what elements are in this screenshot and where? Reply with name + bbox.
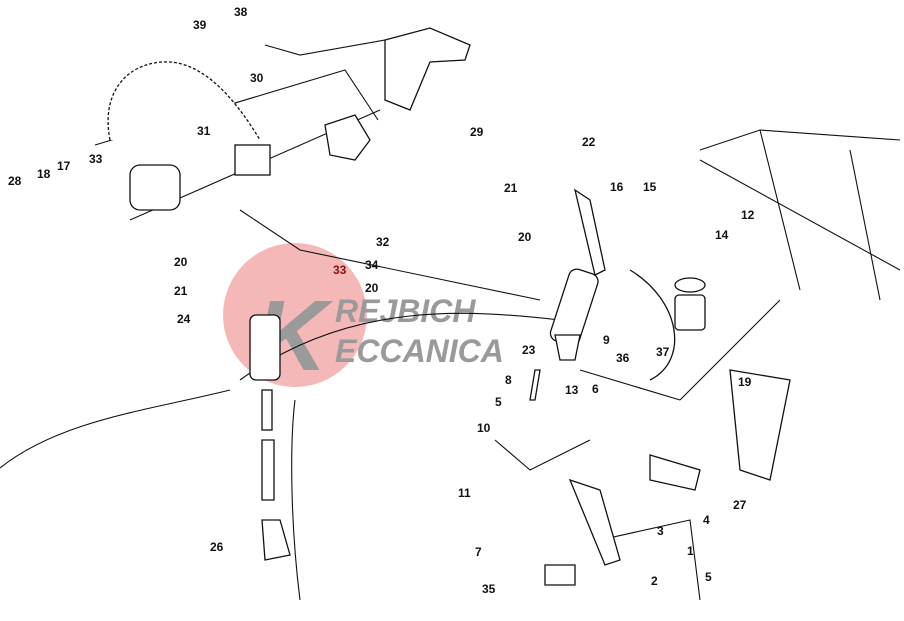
callout-label-21: 21 xyxy=(174,284,188,298)
dust-boot-26 xyxy=(261,519,291,561)
callout-label-31: 31 xyxy=(197,124,211,138)
callout-label-8: 8 xyxy=(505,373,512,387)
callout-label-4: 4 xyxy=(703,513,710,527)
caliper-housing xyxy=(324,114,371,161)
callout-label-33: 33 xyxy=(333,263,347,277)
callout-label-17: 17 xyxy=(57,159,71,173)
footpeg-bracket xyxy=(729,369,791,481)
callout-label-20: 20 xyxy=(174,255,188,269)
callout-label-18: 18 xyxy=(37,167,51,181)
callout-label-11: 11 xyxy=(458,486,471,500)
callout-label-33: 33 xyxy=(89,152,103,166)
brake-hose xyxy=(107,61,261,141)
hose-15 xyxy=(629,269,676,381)
callout-label-38: 38 xyxy=(234,5,248,19)
footpeg xyxy=(649,454,701,491)
brake-caliper xyxy=(129,164,181,211)
callout-label-26: 26 xyxy=(210,540,224,554)
callout-label-34: 34 xyxy=(365,258,379,272)
callout-label-10: 10 xyxy=(477,421,491,435)
callout-label-21: 21 xyxy=(504,181,518,195)
callout-label-37: 37 xyxy=(656,345,670,359)
caliper-bracket xyxy=(384,27,471,111)
reservoir-cap xyxy=(674,277,706,293)
callout-label-36: 36 xyxy=(616,351,630,365)
callout-label-39: 39 xyxy=(193,18,207,32)
brake-pads xyxy=(234,144,271,176)
callout-label-20: 20 xyxy=(365,281,379,295)
callout-label-1: 1 xyxy=(687,544,694,558)
brake-lever xyxy=(568,478,621,566)
callout-label-28: 28 xyxy=(8,174,22,188)
callout-label-29: 29 xyxy=(470,125,484,139)
callout-label-5: 5 xyxy=(705,570,712,584)
spring xyxy=(261,389,273,431)
callout-label-13: 13 xyxy=(565,383,579,397)
lever-tip xyxy=(544,564,576,586)
callout-label-2: 2 xyxy=(651,574,658,588)
reservoir xyxy=(674,294,706,331)
callout-label-24: 24 xyxy=(177,312,191,326)
callout-label-27: 27 xyxy=(733,498,747,512)
callout-label-16: 16 xyxy=(610,180,624,194)
parts xyxy=(107,27,791,586)
watermark-text-top: REJBICH xyxy=(335,293,476,329)
callout-label-7: 7 xyxy=(475,545,482,559)
callout-label-6: 6 xyxy=(592,382,599,396)
callout-label-12: 12 xyxy=(741,208,755,222)
pipe-22 xyxy=(573,188,606,276)
callout-label-23: 23 xyxy=(522,343,536,357)
plunger xyxy=(261,439,275,501)
boot xyxy=(554,334,581,361)
callout-label-9: 9 xyxy=(603,333,610,347)
callout-label-32: 32 xyxy=(376,235,390,249)
rear-cylinder xyxy=(249,314,281,381)
callout-label-14: 14 xyxy=(715,228,729,242)
callout-label-22: 22 xyxy=(582,135,596,149)
callout-label-5: 5 xyxy=(495,395,502,409)
callout-label-3: 3 xyxy=(657,524,664,538)
callout-label-30: 30 xyxy=(250,71,264,85)
callout-label-19: 19 xyxy=(738,375,752,389)
watermark-text-bottom: ECCANICA xyxy=(335,333,504,369)
callout-label-15: 15 xyxy=(643,180,657,194)
callout-label-35: 35 xyxy=(482,582,496,596)
pushrod xyxy=(529,369,541,401)
callout-label-20: 20 xyxy=(518,230,532,244)
